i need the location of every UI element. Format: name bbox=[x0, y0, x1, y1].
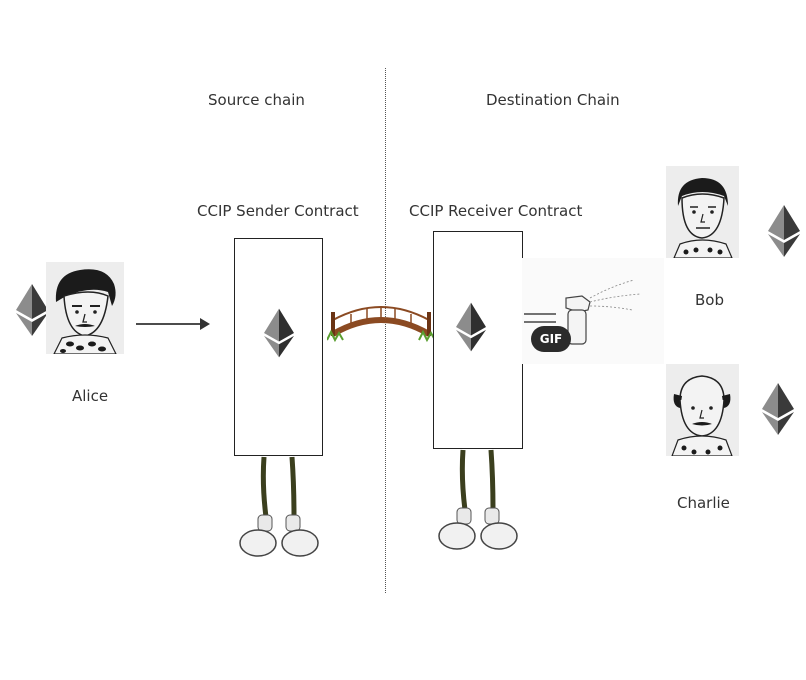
ethereum-icon bbox=[768, 205, 800, 257]
ethereum-icon bbox=[264, 308, 294, 358]
chain-divider bbox=[385, 68, 386, 593]
bridge-icon bbox=[327, 300, 435, 344]
charlie-avatar bbox=[666, 364, 739, 456]
alice-avatar bbox=[46, 262, 124, 354]
alice-name: Alice bbox=[72, 387, 109, 405]
destination-chain-label: Destination Chain bbox=[486, 91, 620, 109]
arrow-right-icon bbox=[136, 316, 212, 332]
source-chain-label: Source chain bbox=[208, 91, 305, 109]
ethereum-icon bbox=[762, 383, 794, 435]
ethereum-icon bbox=[16, 284, 48, 336]
ethereum-icon bbox=[456, 302, 486, 352]
gif-badge-label: GIF bbox=[539, 332, 563, 346]
charlie-name: Charlie bbox=[677, 494, 730, 512]
sender-legs bbox=[238, 455, 322, 559]
sender-contract-label: CCIP Sender Contract bbox=[197, 202, 359, 220]
gif-badge: GIF bbox=[531, 326, 571, 352]
receiver-legs bbox=[437, 448, 521, 552]
bob-name: Bob bbox=[695, 291, 724, 309]
bob-avatar bbox=[666, 166, 739, 258]
receiver-contract-label: CCIP Receiver Contract bbox=[409, 202, 583, 220]
